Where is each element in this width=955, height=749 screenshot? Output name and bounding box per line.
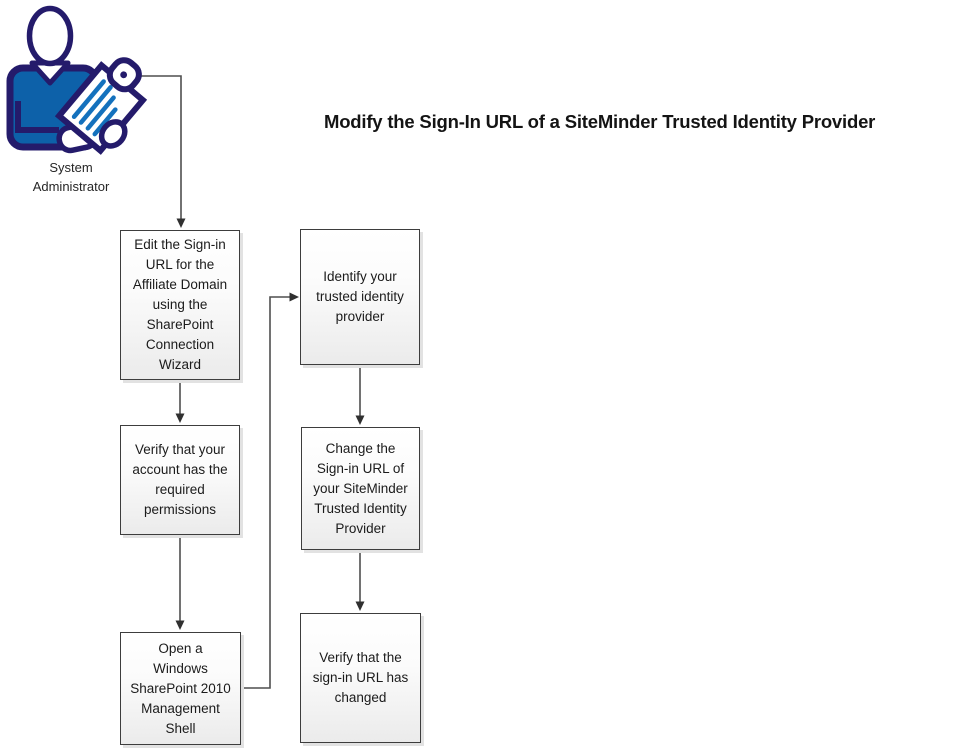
node-verify-account-permissions[interactable]: Verify that your account has the require… [120,425,240,535]
clipboard-icon [54,57,148,155]
page-title: Modify the Sign-In URL of a SiteMinder T… [324,111,876,132]
actor-arm [15,101,59,133]
clipboard-clip-dot [120,71,128,79]
node-edit-sign-in-url[interactable]: Edit the Sign-in URL for the Affiliate D… [120,230,240,380]
clipboard-text-lines [71,79,118,137]
connector-actor-to-edit [136,75,186,228]
node-verify-sign-in-url-changed[interactable]: Verify that the sign-in URL has changed [300,613,421,743]
actor-head [26,5,74,67]
node-change-sign-in-url[interactable]: Change the Sign-in URL of your SiteMinde… [301,427,420,550]
node-identify-trusted-identity-provider[interactable]: Identify your trusted identity provider [300,229,420,365]
actor-label: System Administrator [32,160,110,194]
system-administrator-icon [6,5,148,155]
node-open-management-shell[interactable]: Open a Windows SharePoint 2010 Managemen… [120,632,241,745]
actor-thumb [98,119,128,149]
connector-open-shell-to-identify [242,292,299,689]
